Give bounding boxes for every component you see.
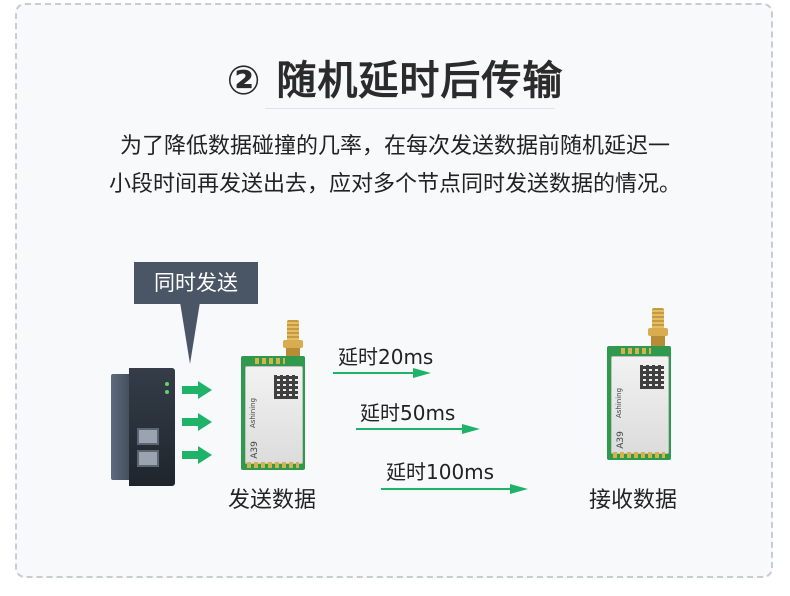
receive-data-label: 接收数据 xyxy=(589,488,678,513)
gateway-side-panel xyxy=(111,374,129,480)
status-led-icon xyxy=(165,382,169,386)
page-title: ② 随机延时后传输 xyxy=(226,58,564,104)
qr-code-icon xyxy=(274,375,298,399)
module-brand-text: Ashining xyxy=(249,397,258,429)
title-divider xyxy=(265,108,555,109)
simultaneous-send-callout: 同时发送 xyxy=(134,262,258,304)
ethernet-port-icon xyxy=(137,428,159,445)
callout-pointer xyxy=(180,302,200,364)
module-brand-text: Ashining xyxy=(615,387,624,419)
delay-label-50ms: 延时50ms xyxy=(360,401,456,425)
ethernet-port-icon xyxy=(137,450,159,467)
antenna-icon xyxy=(281,320,305,360)
description-line-2: 小段时间再发送出去，应对多个节点同时发送数据的情况。 xyxy=(108,172,681,197)
receiving-radio-module: Ashining A39 xyxy=(607,346,671,460)
delay-label-20ms: 延时20ms xyxy=(338,345,434,369)
delay-arrow-100ms-icon xyxy=(381,484,528,494)
delay-arrow-20ms-icon xyxy=(333,368,431,378)
gateway-front-panel xyxy=(129,368,175,486)
send-arrow-icon xyxy=(182,413,212,431)
module-model-text: A39 xyxy=(615,431,626,449)
antenna-icon xyxy=(646,308,670,348)
delay-arrow-50ms-icon xyxy=(356,424,480,434)
send-data-label: 发送数据 xyxy=(228,488,317,513)
sending-radio-module: Ashining A39 xyxy=(241,356,305,470)
status-led-icon xyxy=(165,390,169,394)
qr-code-icon xyxy=(640,365,664,389)
description-line-1: 为了降低数据碰撞的几率，在每次发送数据前随机延迟一 xyxy=(119,134,670,159)
send-arrow-icon xyxy=(182,381,212,399)
gateway-device xyxy=(111,368,175,486)
module-model-text: A39 xyxy=(249,441,260,459)
delay-label-100ms: 延时100ms xyxy=(386,460,495,484)
send-arrow-icon xyxy=(182,446,212,464)
